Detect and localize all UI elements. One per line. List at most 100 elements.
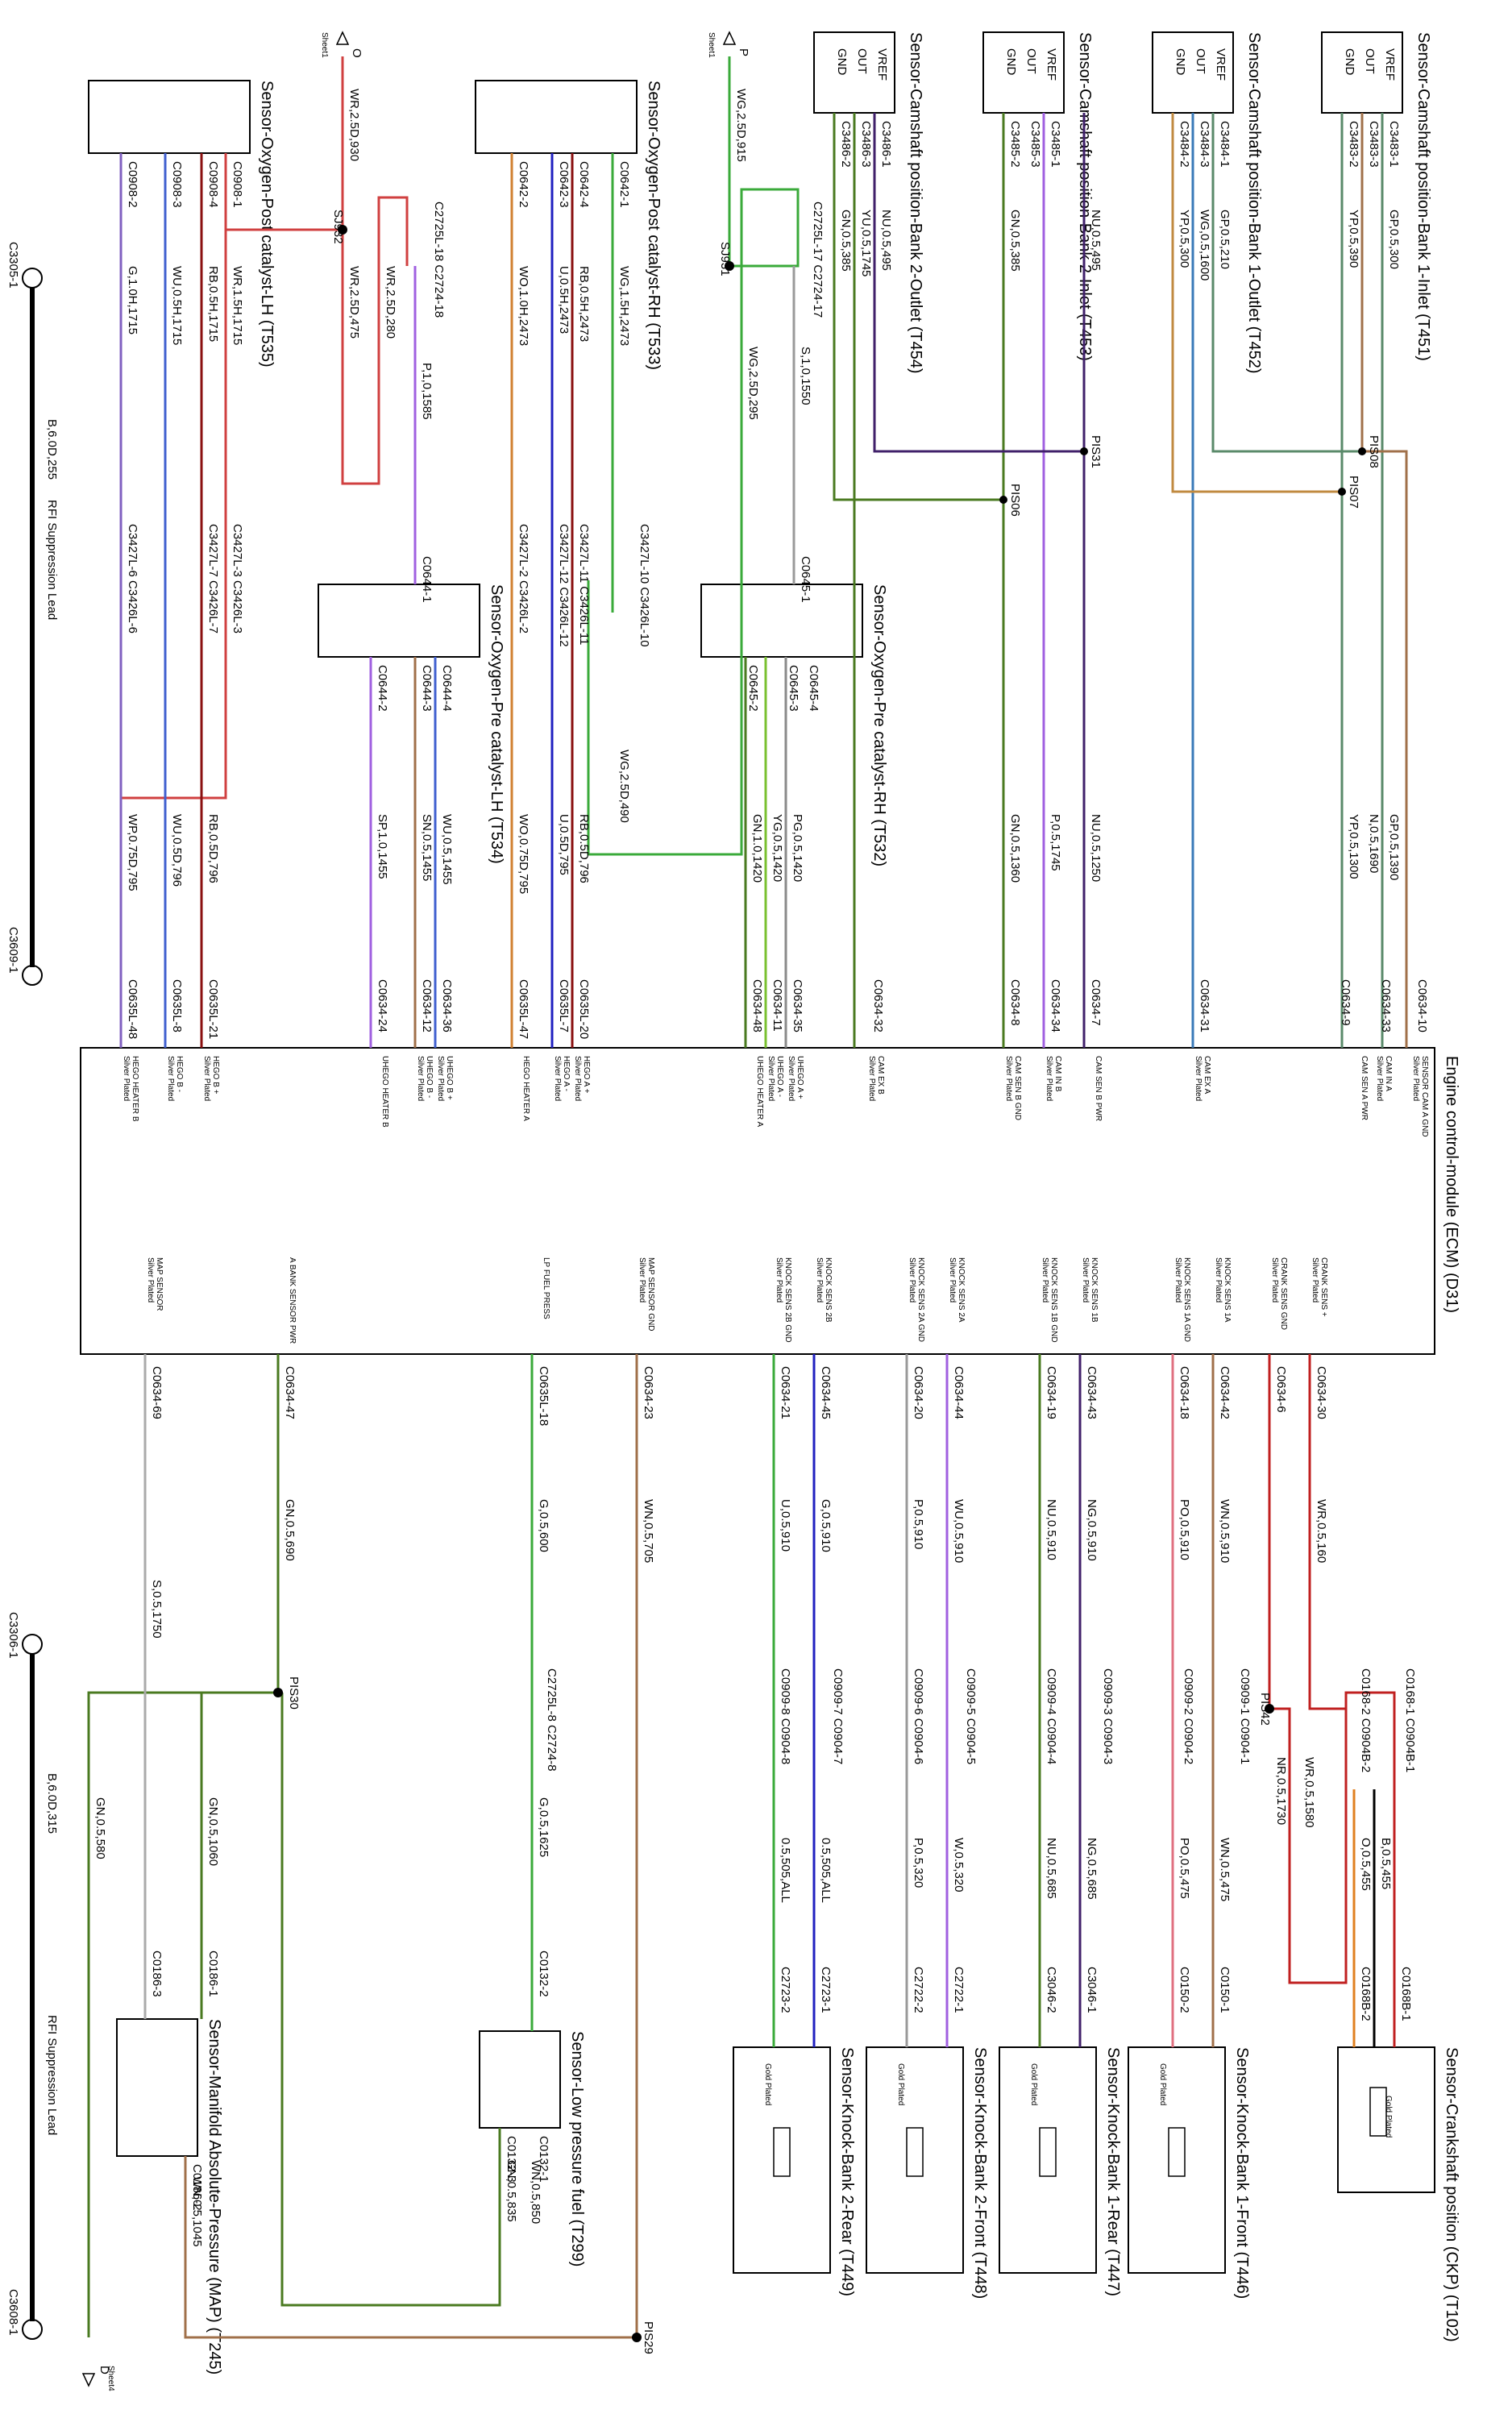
svg-text:VREF: VREF (875, 48, 889, 81)
svg-text:C0634-7: C0634-7 (1089, 979, 1103, 1026)
ecm-title: Engine control-module (ECM) (D31) (1443, 1056, 1460, 1313)
svg-text:C0634-18: C0634-18 (1178, 1366, 1191, 1419)
knock-sensor-b1-rear: Sensor-Knock-Bank 1-Rear (T447) (999, 2046, 1122, 2296)
svg-text:U,0.5,910: U,0.5,910 (779, 1499, 792, 1552)
svg-text:P: P (737, 48, 750, 56)
svg-text:NG,0.5,685: NG,0.5,685 (1085, 1838, 1099, 1900)
svg-text:UHEGO HEATER A: UHEGO HEATER A (755, 1056, 764, 1127)
svg-text:C0909-7 C0904-7: C0909-7 C0904-7 (831, 1668, 845, 1764)
svg-text:C0634-12: C0634-12 (420, 979, 434, 1032)
svg-text:A BANK SENSOR PWR: A BANK SENSOR PWR (288, 1257, 297, 1344)
svg-text:C0635L-48: C0635L-48 (126, 979, 139, 1039)
rfi-bottom-code: B,6.0D,315 (45, 1773, 59, 1834)
svg-text:Sensor-Camshaft position-Bank: Sensor-Camshaft position-Bank 1-Outlet (… (1245, 32, 1263, 374)
rfi-bottom-c1: C3306-1 (6, 1612, 20, 1659)
svg-text:C0150-2: C0150-2 (1178, 1967, 1191, 2013)
sheet-ref-d: D Sheet4 (81, 2366, 115, 2391)
svg-text:0.5,505,ALL: 0.5,505,ALL (819, 1838, 833, 1903)
svg-text:HEGO A -Silver Plated: HEGO A -Silver Plated (553, 1056, 571, 1101)
svg-text:P,1,0,1585: P,1,0,1585 (420, 363, 434, 420)
svg-text:C0186-1: C0186-1 (206, 1951, 220, 1997)
svg-text:OUT: OUT (1024, 48, 1038, 74)
svg-text:N,0.5,1690: N,0.5,1690 (1367, 814, 1381, 873)
svg-text:C3046-2: C3046-2 (1045, 1967, 1058, 2013)
svg-text:Sensor-Oxygen-Pre catalyst-RH: Sensor-Oxygen-Pre catalyst-RH (T532) (870, 584, 888, 866)
svg-text:NU,0.5,495: NU,0.5,495 (879, 210, 893, 271)
rfi-top-c2: C3609-1 (6, 927, 20, 974)
svg-text:C3485-1: C3485-1 (1049, 121, 1062, 168)
inline-connector-labels: C2725L-18 C2724-18 C2725L-17 C2724-17 C3… (126, 202, 1417, 1772)
svg-text:Sensor-Oxygen-Post catalyst-LH: Sensor-Oxygen-Post catalyst-LH (T535) (258, 81, 276, 368)
svg-text:VREF: VREF (1045, 48, 1058, 81)
svg-text:C0908-3: C0908-3 (170, 161, 184, 208)
svg-text:C0634-48: C0634-48 (750, 979, 764, 1032)
svg-text:C0634-34: C0634-34 (1049, 979, 1062, 1032)
svg-text:GN,0.5,1060: GN,0.5,1060 (206, 1797, 220, 1866)
svg-text:PIS08: PIS08 (1367, 435, 1381, 468)
svg-text:C0645-1: C0645-1 (799, 556, 812, 603)
svg-text:G,0.5,910: G,0.5,910 (819, 1499, 833, 1552)
rfi-top-label: RFI Suppression Lead (45, 500, 59, 620)
svg-text:C0909-4 C0904-4: C0909-4 C0904-4 (1045, 1668, 1058, 1764)
svg-text:C3483-2: C3483-2 (1347, 121, 1360, 168)
svg-text:CRANK SENS GNDSilver Plated: CRANK SENS GNDSilver Plated (1270, 1257, 1288, 1330)
svg-text:C2725L-18 C2724-18: C2725L-18 C2724-18 (432, 202, 446, 318)
svg-text:PO,0.5,475: PO,0.5,475 (1178, 1838, 1191, 1899)
svg-text:RB,0.5H,2473: RB,0.5H,2473 (577, 266, 591, 342)
svg-text:MAP SENSOR GNDSilver Plated: MAP SENSOR GNDSilver Plated (638, 1257, 655, 1332)
svg-text:GN,0.5,1360: GN,0.5,1360 (1008, 814, 1022, 883)
svg-text:C0644-4: C0644-4 (440, 665, 454, 712)
svg-text:C0634-19: C0634-19 (1045, 1366, 1058, 1419)
svg-text:KNOCK SENS 2A GNDSilver Plated: KNOCK SENS 2A GNDSilver Plated (908, 1257, 925, 1342)
svg-text:SN,0.5,1455: SN,0.5,1455 (420, 814, 434, 881)
svg-text:C0634-23: C0634-23 (642, 1366, 655, 1419)
svg-text:CAM IN ASilver Plated: CAM IN ASilver Plated (1375, 1056, 1393, 1101)
svg-text:Sensor-Oxygen-Post catalyst-RH: Sensor-Oxygen-Post catalyst-RH (T533) (645, 81, 663, 370)
svg-text:C2725L-8 C2724-8: C2725L-8 C2724-8 (545, 1668, 559, 1772)
svg-text:CAM SEN B GNDSilver Plated: CAM SEN B GNDSilver Plated (1004, 1056, 1022, 1120)
svg-text:OUT: OUT (1194, 48, 1207, 74)
svg-text:C3427L-12 C3426L-12: C3427L-12 C3426L-12 (557, 524, 571, 647)
svg-text:C2722-1: C2722-1 (952, 1967, 966, 2013)
svg-text:C3427L-2 C3426L-2: C3427L-2 C3426L-2 (517, 524, 530, 634)
svg-text:GND: GND (1173, 48, 1187, 76)
svg-text:WP,0.75D,795: WP,0.75D,795 (126, 814, 139, 891)
ecm-pin-ids-bottom: C0634-30 C0634-6 C0634-42 C0634-18 C0634… (150, 1366, 1328, 1426)
svg-text:NU,0.5,1250: NU,0.5,1250 (1089, 814, 1103, 882)
svg-text:PIS30: PIS30 (287, 1676, 301, 1710)
svg-text:C0634-10: C0634-10 (1415, 979, 1429, 1032)
svg-text:C0634-44: C0634-44 (952, 1366, 966, 1419)
svg-text:C0642-4: C0642-4 (577, 161, 591, 208)
svg-text:C0634-35: C0634-35 (791, 979, 804, 1032)
svg-text:PG,0.5,1420: PG,0.5,1420 (791, 814, 804, 882)
svg-text:UHEGO A -Silver Plated: UHEGO A -Silver Plated (766, 1056, 784, 1101)
svg-text:RB,0.5D,796: RB,0.5D,796 (206, 814, 220, 883)
svg-text:C3486-1: C3486-1 (879, 121, 893, 168)
rfi-lead-top: RFI Suppression Lead B,6.0D,255 C3305-1 … (6, 242, 59, 986)
svg-text:C0642-3: C0642-3 (557, 161, 571, 208)
svg-text:C0635L-18: C0635L-18 (537, 1366, 550, 1426)
o2-sensor-pre-rh: Sensor-Oxygen-Pre catalyst-RH (T532) (700, 584, 888, 866)
ecm-box (80, 1047, 1435, 1355)
svg-text:C0634-43: C0634-43 (1085, 1366, 1099, 1419)
rfi-top-c1: C3305-1 (6, 242, 20, 289)
svg-text:C0634-6: C0634-6 (1274, 1366, 1288, 1413)
svg-text:G,0.5,1625: G,0.5,1625 (537, 1797, 550, 1857)
svg-text:Sensor-Knock-Bank 2-Rear (T449: Sensor-Knock-Bank 2-Rear (T449) (838, 2047, 856, 2296)
svg-text:C0635L-7: C0635L-7 (557, 979, 571, 1032)
svg-text:WG,2.5D,490: WG,2.5D,490 (617, 750, 631, 823)
svg-text:C0634-47: C0634-47 (283, 1366, 297, 1419)
svg-text:YP,0.5,390: YP,0.5,390 (1347, 210, 1360, 268)
knock-sensor-b1-front: Sensor-Knock-Bank 1-Front (T446) (1128, 2046, 1251, 2299)
o2-sensor-post-rh: Sensor-Oxygen-Post catalyst-RH (T533) (475, 80, 663, 370)
svg-text:S,0.5,1750: S,0.5,1750 (150, 1580, 164, 1639)
cam-sensor-bank2-outlet: Sensor-Camshaft position-Bank 2-Outlet (… (813, 31, 924, 374)
svg-text:KNOCK SENS 1A GNDSilver Plated: KNOCK SENS 1A GNDSilver Plated (1173, 1257, 1191, 1342)
svg-text:WO,0.75D,795: WO,0.75D,795 (517, 814, 530, 894)
svg-text:C3427L-6 C3426L-6: C3427L-6 C3426L-6 (126, 524, 139, 634)
svg-text:OUT: OUT (1363, 48, 1377, 74)
svg-text:VREF: VREF (1214, 48, 1227, 81)
svg-text:WN,0.5,475: WN,0.5,475 (1218, 1838, 1232, 1901)
svg-text:UHEGO HEATER B: UHEGO HEATER B (380, 1056, 389, 1128)
svg-text:C0635L-20: C0635L-20 (577, 979, 591, 1039)
